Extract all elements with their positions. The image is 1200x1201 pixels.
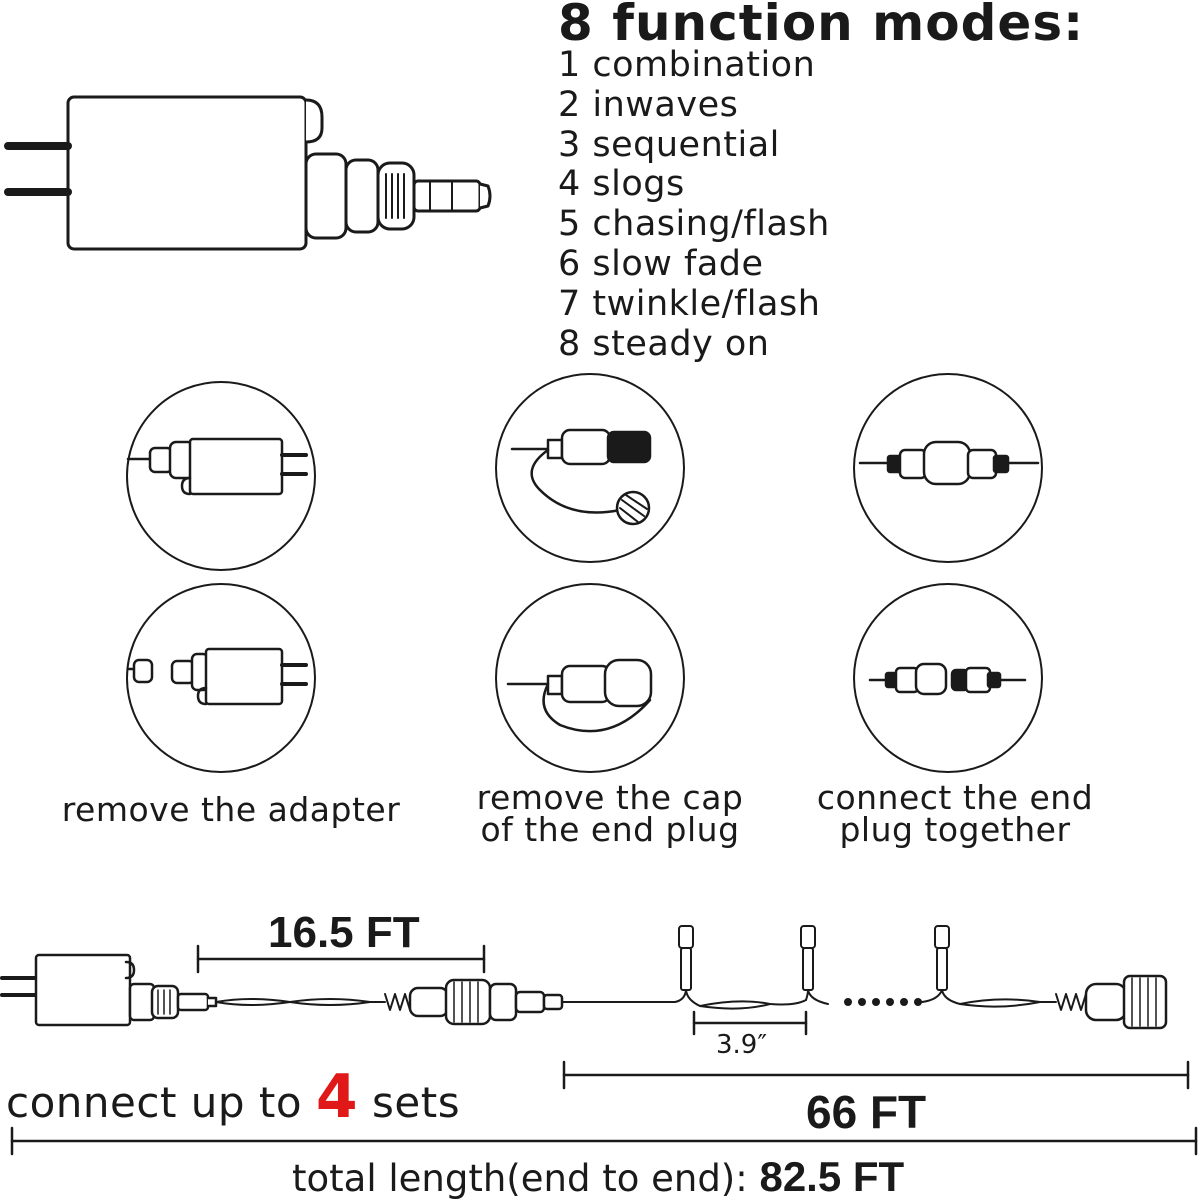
plugs-connected-illustration xyxy=(858,440,1040,486)
connect-suffix: sets xyxy=(358,1078,461,1127)
step-circle-remove-adapter-2 xyxy=(126,583,316,773)
total-length-label: total length(end to end): xyxy=(292,1157,760,1200)
bulb-spacing-label: 3.9″ xyxy=(716,1030,768,1060)
step-caption-remove-adapter: remove the adapter xyxy=(40,790,422,829)
mode-item: 1 combination xyxy=(558,45,816,85)
light-string-illustration xyxy=(0,925,1168,1030)
function-modes-title: 8 function modes: xyxy=(558,0,1085,52)
adapter-attached-illustration xyxy=(126,437,308,496)
plugs-separated-illustration xyxy=(868,662,1027,696)
step-circle-remove-cap-2 xyxy=(495,583,685,773)
connect-prefix: connect up to xyxy=(6,1078,316,1127)
caption-line: remove the cap xyxy=(476,778,744,817)
lead-length-label: 16.5 FT xyxy=(268,908,420,957)
step-circle-connect-plug-2 xyxy=(853,583,1043,773)
connect-count: 4 xyxy=(315,1062,359,1132)
caption-line: connect the end xyxy=(816,778,1094,817)
mode-item: 6 slow fade xyxy=(558,243,764,284)
mode-item: 5 chasing/flash xyxy=(558,204,830,245)
step-caption-connect-plug: connect the end plug together xyxy=(790,778,1120,849)
mode-item: 3 sequential xyxy=(558,124,780,165)
total-length-text: total length(end to end): 82.5 FT xyxy=(292,1153,904,1201)
mode-item: 7 twinkle/flash xyxy=(558,283,821,324)
connect-sets-text: connect up to 4 sets xyxy=(6,1062,460,1132)
total-length-value: 82.5 FT xyxy=(759,1153,905,1200)
adapter-removed-illustration xyxy=(126,647,308,706)
mode-item: 8 steady on xyxy=(558,323,770,364)
step-circle-connect-plug-1 xyxy=(853,373,1043,563)
end-plug-with-cap-illustration xyxy=(510,428,652,526)
dimension-lines xyxy=(10,944,1198,1156)
caption-line: remove the adapter xyxy=(61,790,401,829)
end-plug-cap-removed-illustration xyxy=(506,658,653,733)
mode-item: 2 inwaves xyxy=(558,84,739,125)
step-circle-remove-adapter-1 xyxy=(126,381,316,571)
caption-line: of the end plug xyxy=(480,810,740,849)
string-length-label: 66 FT xyxy=(806,1086,927,1138)
step-circle-remove-cap-1 xyxy=(495,373,685,563)
mode-item: 4 slogs xyxy=(558,164,685,205)
caption-line: plug together xyxy=(839,810,1071,849)
power-adapter-illustration xyxy=(4,95,492,251)
step-caption-remove-cap: remove the cap of the end plug xyxy=(430,778,790,849)
function-modes-list: 1 combination 2 inwaves 3 sequential 4 s… xyxy=(558,45,830,364)
